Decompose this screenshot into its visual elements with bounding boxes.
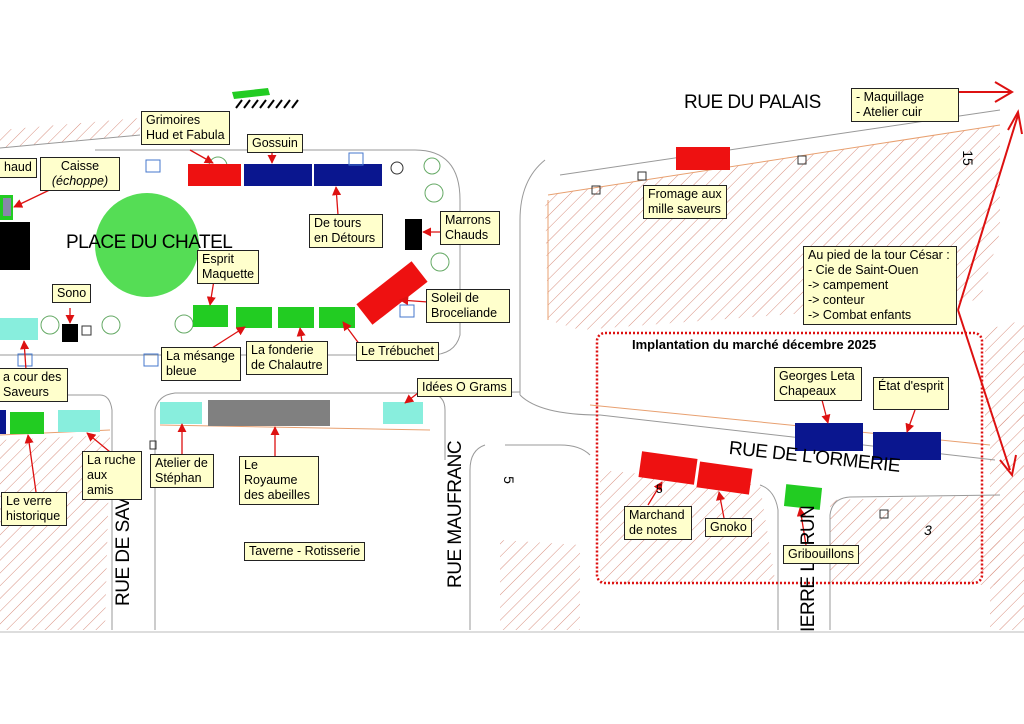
street-pierre-lebrun: IERRE L BRUN: [798, 505, 819, 632]
implantation-zone: [595, 331, 984, 585]
stall-verre-side: [0, 410, 6, 434]
label-de-tours: De tours en Détours: [309, 214, 383, 248]
label-verre: Le verre historique: [1, 492, 67, 526]
label-chaud: haud: [0, 158, 37, 178]
stall-esprit: [193, 305, 228, 327]
street-rue-maufranc: RUE MAUFRANC: [445, 440, 466, 588]
street-number-5-a: 5: [500, 476, 517, 484]
stall-fonderie: [278, 307, 314, 328]
stall-de-tours: [314, 164, 382, 186]
place-du-chatel-label: PLACE DU CHATEL: [66, 232, 233, 253]
label-maquillage: - Maquillage- Atelier cuir: [851, 88, 959, 122]
stall-mesange: [236, 307, 272, 328]
stall-trebuchet: [319, 307, 355, 328]
label-fromage: Fromage aux mille saveurs: [643, 185, 727, 219]
stall-soleil: [356, 261, 428, 325]
street-number-3: 3: [924, 522, 932, 538]
label-gossuin: Gossuin: [247, 134, 303, 153]
label-caisse: Caisse(échoppe): [40, 157, 120, 191]
top-hatch: [235, 99, 299, 109]
stall-fromage: [676, 147, 730, 170]
street-number-15: 15: [959, 150, 976, 166]
lamp-icon: [390, 161, 404, 175]
label-mesange: La mésange bleue: [161, 347, 241, 381]
stall-georges: [795, 423, 863, 451]
stall-verre: [10, 412, 44, 434]
stalls: [0, 88, 941, 510]
label-trebuchet: Le Trébuchet: [356, 342, 439, 361]
stall-caisse-inner: [3, 198, 11, 216]
label-georges: Georges Leta Chapeaux: [774, 367, 862, 401]
label-royaume: Le Royaume des abeilles: [239, 456, 319, 505]
label-gribouillons: Gribouillons: [783, 545, 860, 564]
stall-etat: [873, 432, 941, 460]
label-idees: Idées O Grams: [417, 378, 512, 397]
place-du-chatel-circle: [95, 193, 199, 297]
stall-gribouillons: [783, 484, 823, 510]
label-cour: a cour des Saveurs: [0, 368, 68, 402]
label-atelier: Atelier de Stéphan: [150, 454, 214, 488]
stall-top-green: [232, 88, 270, 99]
street-number-5-b: 5: [656, 482, 663, 496]
label-gnoko: Gnoko: [705, 518, 752, 537]
stall-ruche: [58, 410, 100, 432]
misc-marks: [81, 155, 889, 519]
label-fonderie: La fonderie de Chalautre: [246, 341, 328, 375]
stall-grimoires: [188, 164, 241, 186]
street-rue-du-palais: RUE DU PALAIS: [684, 92, 821, 113]
stall-cour: [0, 318, 38, 340]
stall-marchand: [638, 451, 698, 485]
label-marrons: Marrons Chauds: [440, 211, 500, 245]
label-sono: Sono: [52, 284, 92, 303]
stall-gossuin: [244, 164, 312, 186]
label-grimoires: Grimoires Hud et Fabula: [141, 111, 230, 145]
implantation-title: Implantation du marché décembre 2025: [632, 337, 877, 352]
stall-sono: [62, 324, 78, 342]
label-taverne: Taverne - Rotisserie: [244, 542, 366, 561]
stall-gnoko: [696, 461, 753, 495]
stall-idees: [383, 402, 423, 424]
label-tour-cesar: Au pied de la tour César : - Cie de Sain…: [803, 246, 957, 325]
label-etat: État d'esprit: [873, 377, 949, 410]
label-arrows: [13, 149, 916, 546]
label-ruche: La ruche aux amis: [82, 451, 142, 500]
label-soleil: Soleil de Broceliande: [426, 289, 510, 323]
label-esprit: Esprit Maquette: [197, 250, 259, 284]
stall-atelier: [160, 402, 202, 424]
stall-chaud: [0, 222, 30, 270]
stall-marrons: [405, 219, 422, 250]
label-marchand: Marchand de notes: [624, 506, 692, 540]
stall-royaume: [208, 400, 330, 426]
